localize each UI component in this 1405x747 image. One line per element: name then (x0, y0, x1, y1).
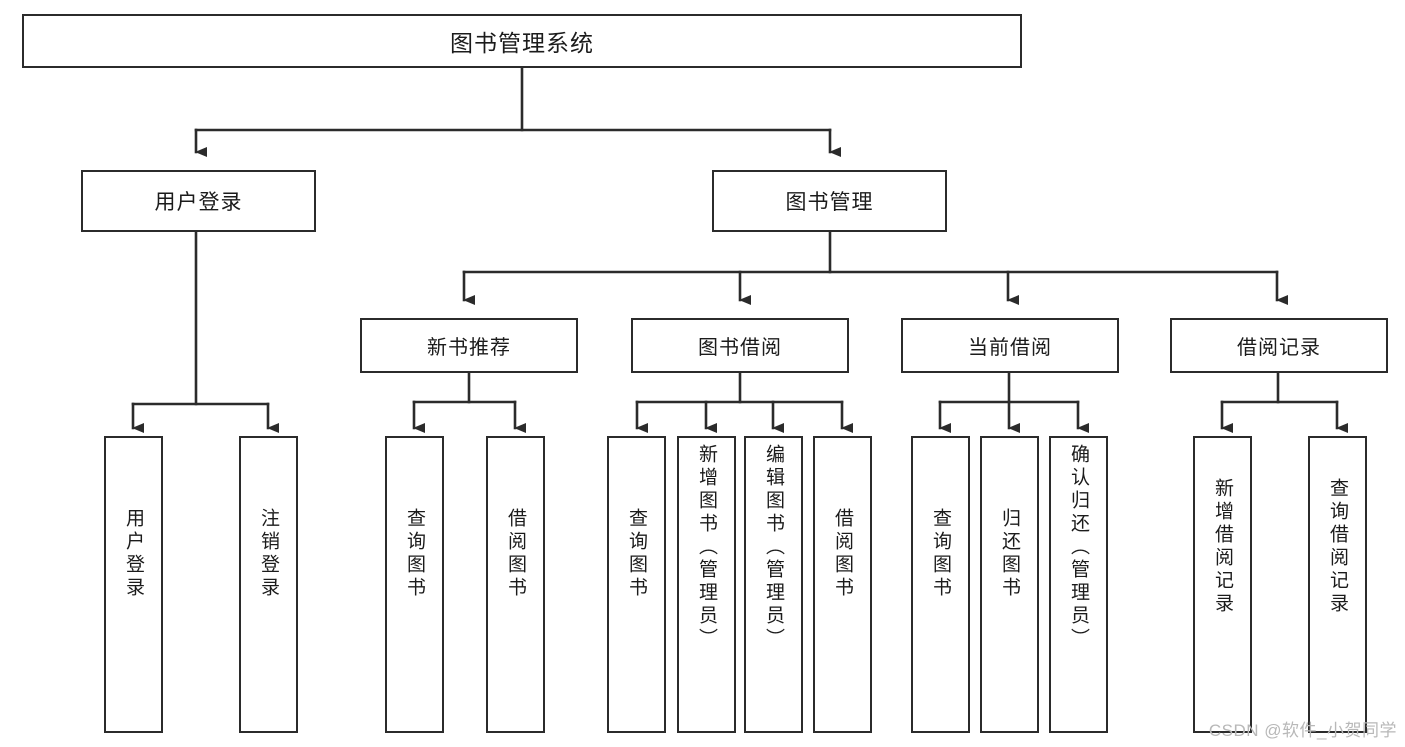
watermark-text: CSDN @软件_小贺同学 (1208, 721, 1397, 740)
node-leaf-borrow-edit[interactable]: 编辑图书（管理员） (744, 436, 803, 733)
node-leaf-newbook-query[interactable]: 查询图书 (385, 436, 444, 733)
node-leaf-current-return-label: 归还图书 (999, 508, 1020, 600)
node-leaf-borrow-take[interactable]: 借阅图书 (813, 436, 872, 733)
node-new-book-recommend-label: 新书推荐 (427, 337, 511, 359)
node-leaf-user-login[interactable]: 用户登录 (104, 436, 163, 733)
node-leaf-records-add-label: 新增借阅记录 (1212, 478, 1233, 616)
node-leaf-records-query-label: 查询借阅记录 (1327, 478, 1348, 616)
node-borrow-records[interactable]: 借阅记录 (1170, 318, 1388, 373)
node-leaf-current-return[interactable]: 归还图书 (980, 436, 1039, 733)
node-leaf-user-logout-label: 注销登录 (258, 508, 279, 600)
node-leaf-current-query-label: 查询图书 (930, 508, 951, 600)
node-user-login[interactable]: 用户登录 (81, 170, 316, 232)
node-leaf-borrow-edit-label: 编辑图书（管理员） (763, 444, 784, 651)
node-new-book-recommend[interactable]: 新书推荐 (360, 318, 578, 373)
node-leaf-newbook-borrow[interactable]: 借阅图书 (486, 436, 545, 733)
node-leaf-records-add[interactable]: 新增借阅记录 (1193, 436, 1252, 733)
node-leaf-newbook-borrow-label: 借阅图书 (505, 508, 526, 600)
node-root[interactable]: 图书管理系统 (22, 14, 1022, 68)
node-leaf-current-query[interactable]: 查询图书 (911, 436, 970, 733)
node-book-borrow[interactable]: 图书借阅 (631, 318, 849, 373)
node-leaf-user-login-label: 用户登录 (123, 508, 144, 600)
node-current-borrow-label: 当前借阅 (968, 337, 1052, 359)
node-current-borrow[interactable]: 当前借阅 (901, 318, 1119, 373)
node-root-label: 图书管理系统 (450, 30, 594, 56)
node-user-login-label: 用户登录 (154, 191, 243, 214)
node-leaf-borrow-add-label: 新增图书（管理员） (696, 444, 717, 651)
node-leaf-borrow-take-label: 借阅图书 (832, 508, 853, 600)
node-leaf-borrow-add[interactable]: 新增图书（管理员） (677, 436, 736, 733)
node-book-management-label: 图书管理 (785, 191, 874, 214)
node-leaf-borrow-query-label: 查询图书 (626, 508, 647, 600)
node-leaf-current-confirm-label: 确认归还（管理员） (1068, 444, 1089, 651)
node-leaf-borrow-query[interactable]: 查询图书 (607, 436, 666, 733)
node-leaf-records-query[interactable]: 查询借阅记录 (1308, 436, 1367, 733)
node-leaf-user-logout[interactable]: 注销登录 (239, 436, 298, 733)
node-borrow-records-label: 借阅记录 (1237, 337, 1321, 359)
node-leaf-current-confirm[interactable]: 确认归还（管理员） (1049, 436, 1108, 733)
node-book-management[interactable]: 图书管理 (712, 170, 947, 232)
node-leaf-newbook-query-label: 查询图书 (404, 508, 425, 600)
node-book-borrow-label: 图书借阅 (698, 337, 782, 359)
